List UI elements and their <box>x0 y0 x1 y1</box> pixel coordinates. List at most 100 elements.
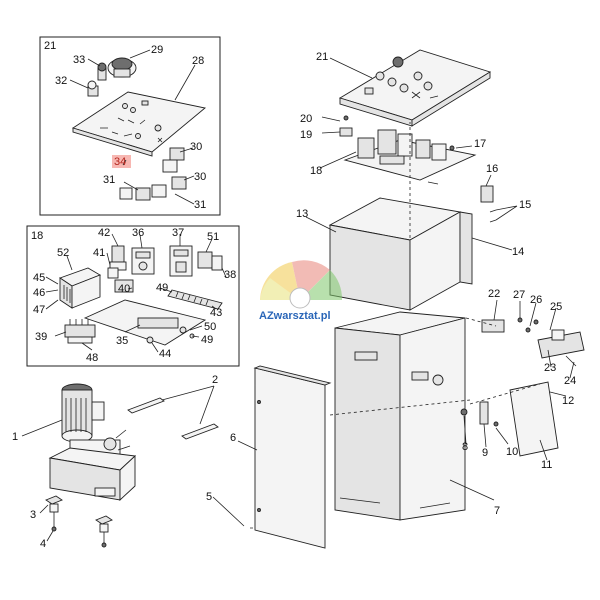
push-button-32 <box>87 80 99 97</box>
label-31-right: 31 <box>194 199 206 211</box>
contactor-37 <box>169 245 193 277</box>
watermark-text: AZwarsztat.pl <box>259 310 331 322</box>
label-30-bottom: 30 <box>194 171 206 183</box>
label-22: 22 <box>488 288 500 300</box>
label-18: 18 <box>310 165 322 177</box>
panel-plate-edge <box>72 127 153 157</box>
label-38: 38 <box>224 269 236 281</box>
label-35: 35 <box>116 335 128 347</box>
lock-assembly <box>517 317 585 367</box>
assembly-dash-lines <box>250 122 541 529</box>
label-4: 4 <box>40 538 46 550</box>
selector-switch <box>107 57 137 78</box>
label-12: 12 <box>562 395 574 407</box>
cover-22 <box>481 319 505 333</box>
contactor-36 <box>131 247 155 275</box>
label-20: 20 <box>300 113 312 125</box>
terminal-41 <box>107 267 119 279</box>
label-19: 19 <box>300 129 312 141</box>
label-49-bottom: 49 <box>201 334 213 346</box>
panel-symbols <box>100 100 163 143</box>
inset-leader-lines <box>69 49 196 205</box>
label-28: 28 <box>192 55 204 67</box>
watermark-logo <box>260 260 343 309</box>
upper-housing <box>328 197 473 311</box>
label-43: 43 <box>210 307 222 319</box>
overload-relay <box>197 251 223 271</box>
label-31-left: 31 <box>103 174 115 186</box>
plate-components <box>137 317 195 344</box>
part-19 <box>339 127 353 137</box>
latch-bracket <box>460 401 499 427</box>
inset-control-panel <box>39 36 221 216</box>
label-9: 9 <box>482 447 488 459</box>
label-30-top: 30 <box>190 141 202 153</box>
label-17: 17 <box>474 138 486 150</box>
label-45: 45 <box>33 272 45 284</box>
label-48: 48 <box>86 352 98 364</box>
label-49-top: 49 <box>156 282 168 294</box>
label-7: 7 <box>494 505 500 517</box>
panel-plate <box>71 91 207 153</box>
label-23: 23 <box>544 362 556 374</box>
relay <box>109 245 127 271</box>
label-40: 40 <box>118 283 130 295</box>
label-21-inset: 21 <box>44 40 56 52</box>
label-29: 29 <box>151 44 163 56</box>
label-3: 3 <box>30 509 36 521</box>
label-42: 42 <box>98 227 110 239</box>
label-18-inset: 18 <box>31 230 43 242</box>
label-14: 14 <box>512 246 524 258</box>
label-16: 16 <box>486 163 498 175</box>
label-51: 51 <box>207 231 219 243</box>
push-button-33 <box>97 62 107 81</box>
label-27: 27 <box>513 289 525 301</box>
label-44: 44 <box>159 348 171 360</box>
top-cover-panel <box>338 49 492 127</box>
terminal-strip <box>167 289 223 310</box>
label-34: 34 <box>114 156 126 168</box>
hinge-16 <box>480 185 494 203</box>
label-37: 37 <box>172 227 184 239</box>
transformer <box>59 267 102 309</box>
label-46: 46 <box>33 287 45 299</box>
electrical-assembly <box>343 129 477 181</box>
label-21: 21 <box>316 51 328 63</box>
label-11: 11 <box>541 459 552 471</box>
terminal-block <box>64 319 96 344</box>
label-5: 5 <box>206 491 212 503</box>
screw-20 <box>343 115 349 121</box>
side-panel <box>509 381 559 457</box>
cabinet-leader-lines <box>212 57 575 527</box>
label-36: 36 <box>132 227 144 239</box>
front-door <box>253 365 332 549</box>
label-50: 50 <box>204 321 216 333</box>
label-52: 52 <box>57 247 69 259</box>
rubber-feet <box>45 495 113 533</box>
label-2: 2 <box>212 374 218 386</box>
hpu-leader-lines <box>21 385 215 542</box>
label-15: 15 <box>519 199 531 211</box>
label-47: 47 <box>33 304 45 316</box>
label-1: 1 <box>12 431 18 443</box>
fasteners-15 <box>427 181 497 223</box>
hydraulic-power-unit <box>48 383 137 502</box>
label-6: 6 <box>230 432 236 444</box>
screw-17 <box>449 145 455 151</box>
label-25: 25 <box>550 301 562 313</box>
electrical-leader-lines <box>45 233 227 353</box>
label-8: 8 <box>462 441 468 453</box>
label-26: 26 <box>530 294 542 306</box>
label-41: 41 <box>93 247 105 259</box>
label-33: 33 <box>73 54 85 66</box>
label-10: 10 <box>506 446 518 458</box>
lower-cabinet <box>334 311 466 521</box>
label-32: 32 <box>55 75 67 87</box>
label-13: 13 <box>296 208 308 220</box>
mounting-bolts <box>51 512 107 548</box>
part-34-highlight <box>112 155 131 168</box>
label-39: 39 <box>35 331 47 343</box>
inset-electrical-plate <box>26 225 240 367</box>
